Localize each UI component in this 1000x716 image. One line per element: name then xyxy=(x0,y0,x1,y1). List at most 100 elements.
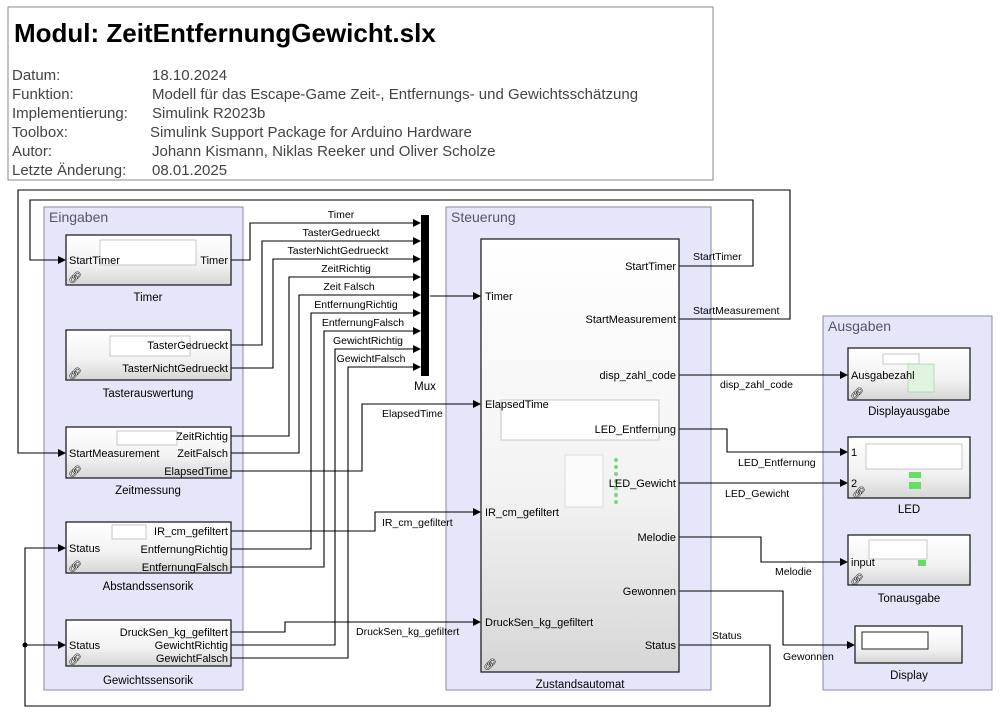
signal-label-starttimer: StartTimer xyxy=(693,251,742,263)
signal-label-druck: DruckSen_kg_gefiltert xyxy=(356,626,459,638)
signal-label: EntfernungRichtig xyxy=(314,299,398,311)
block-label: Tonausgabe xyxy=(878,593,941,605)
block-displayausgabe[interactable]: Ausgabezahl 🔗︎ Displayausgabe xyxy=(847,347,971,418)
link-icon: 🔗︎ xyxy=(850,387,864,400)
signal-label: EntfernungFalsch xyxy=(322,317,404,329)
signal-label-disp: disp_zahl_code xyxy=(720,379,793,391)
signal-label-led-gewicht: LED_Gewicht xyxy=(725,488,789,500)
block-gewichtssensorik[interactable]: DruckSen_kg_gefiltert Status GewichtRich… xyxy=(65,619,232,687)
block-display[interactable]: Display xyxy=(854,625,963,682)
info-value: Modell für das Escape-Game Zeit-, Entfer… xyxy=(152,86,638,103)
model-title: Modul: ZeitEntfernungGewicht.slx xyxy=(14,18,436,48)
signal-label-startmeasurement: StartMeasurement xyxy=(693,305,779,317)
block-label: Mux xyxy=(414,381,436,393)
signal-label-melodie: Melodie xyxy=(775,566,812,578)
link-icon: 🔗︎ xyxy=(852,486,866,499)
port-status: Status xyxy=(69,640,101,652)
block-label: Zeitmessung xyxy=(115,485,181,497)
link-icon: 🔗︎ xyxy=(68,465,82,478)
port-entfernungrichtig: EntfernungRichtig xyxy=(141,544,228,556)
signal-label: TasterGedrueckt xyxy=(302,227,379,239)
block-tonausgabe[interactable]: input 🔗︎ Tonausgabe xyxy=(847,534,971,605)
port-disp-zahl-code: disp_zahl_code xyxy=(600,370,676,382)
port-gewichtrichtig: GewichtRichtig xyxy=(155,640,228,652)
block-abstandssensorik[interactable]: IR_cm_gefiltert Status EntfernungRichtig… xyxy=(65,521,232,593)
port-drucksen-kg-gefiltert: DruckSen_kg_gefiltert xyxy=(485,617,593,629)
port-led-gewicht: LED_Gewicht xyxy=(609,478,676,490)
port-tastergedrueckt: TasterGedrueckt xyxy=(147,340,228,352)
port-ausgabezahl: Ausgabezahl xyxy=(851,370,915,382)
link-icon: 🔗︎ xyxy=(483,658,497,671)
info-value: Johann Kismann, Niklas Reeker und Oliver… xyxy=(152,143,496,160)
signal-label: GewichtFalsch xyxy=(337,353,406,365)
block-timer[interactable]: StartTimer Timer 🔗︎ Timer xyxy=(65,234,232,304)
port-starttimer: StartTimer xyxy=(625,261,676,273)
branch-point xyxy=(22,642,28,648)
port-ir-cm-gefiltert: IR_cm_gefiltert xyxy=(154,526,228,538)
block-label: Timer xyxy=(134,292,163,304)
block-mux[interactable]: Mux xyxy=(414,215,436,393)
signal-label-ir: IR_cm_gefiltert xyxy=(382,517,453,529)
block-label: LED xyxy=(898,504,920,516)
port-melodie: Melodie xyxy=(637,532,676,544)
signal-label-elapsedtime: ElapsedTime xyxy=(382,408,443,420)
model-info-annotation: Modul: ZeitEntfernungGewicht.slx Datum: 1… xyxy=(7,6,714,181)
port-starttimer: StartTimer xyxy=(69,255,120,267)
block-label: Zustandsautomat xyxy=(536,679,626,691)
signal-label: ZeitRichtig xyxy=(321,263,371,275)
group-title-eingaben: Eingaben xyxy=(49,209,108,225)
signal-lines xyxy=(17,189,855,707)
link-icon: 🔗︎ xyxy=(68,653,82,666)
info-value: 18.10.2024 xyxy=(152,67,227,84)
info-label: Implementierung: xyxy=(12,105,128,122)
signal-label: GewichtRichtig xyxy=(333,335,403,347)
block-zustandsautomat[interactable]: Timer ElapsedTime IR_cm_gefiltert DruckS… xyxy=(480,238,680,691)
info-label: Datum: xyxy=(12,67,60,84)
link-icon: 🔗︎ xyxy=(68,367,82,380)
port-status: Status xyxy=(69,543,101,555)
port-status: Status xyxy=(645,640,677,652)
signal-label: Timer xyxy=(328,209,355,221)
block-label: Gewichtssensorik xyxy=(103,675,193,687)
block-zeitmessung[interactable]: ZeitRichtig StartMeasurement ZeitFalsch … xyxy=(65,426,232,497)
port-gewonnen: Gewonnen xyxy=(623,586,676,598)
block-label: Display xyxy=(890,670,928,682)
port-entfernungfalsch: EntfernungFalsch xyxy=(142,562,228,574)
port-startmeasurement: StartMeasurement xyxy=(586,314,676,326)
block-label: Abstandssensorik xyxy=(103,581,194,593)
port-timer: Timer xyxy=(200,255,228,267)
link-icon: 🔗︎ xyxy=(68,560,82,573)
port-2: 2 xyxy=(851,478,857,490)
port-timer: Timer xyxy=(485,291,513,303)
signal-label-status: Status xyxy=(712,630,742,642)
port-tasternichtgedrueckt: TasterNichtGedrueckt xyxy=(122,363,228,375)
group-title-steuerung: Steuerung xyxy=(451,209,516,225)
port-startmeasurement: StartMeasurement xyxy=(69,448,159,460)
link-icon: 🔗︎ xyxy=(850,573,864,586)
signal-label: Zeit Falsch xyxy=(323,281,375,293)
signal-label: TasterNichtGedrueckt xyxy=(288,245,389,257)
block-label: Tasterauswertung xyxy=(103,388,194,400)
signal-label-led-entfernung: LED_Entfernung xyxy=(738,457,816,469)
info-label: Letzte Änderung: xyxy=(12,162,126,179)
port-1: 1 xyxy=(851,447,857,459)
block-label: Displayausgabe xyxy=(868,406,950,418)
group-title-ausgaben: Ausgaben xyxy=(828,318,891,334)
info-value: 08.01.2025 xyxy=(152,162,227,179)
port-elapsedtime: ElapsedTime xyxy=(485,399,549,411)
port-zeitrichtig: ZeitRichtig xyxy=(176,431,228,443)
info-label: Autor: xyxy=(12,143,52,160)
port-elapsedtime: ElapsedTime xyxy=(164,466,228,478)
link-icon: 🔗︎ xyxy=(68,271,82,284)
info-value: Simulink R2023b xyxy=(152,105,265,122)
port-ir-cm-gefiltert: IR_cm_gefiltert xyxy=(485,507,559,519)
port-led-entfernung: LED_Entfernung xyxy=(595,424,676,436)
info-label: Toolbox: xyxy=(12,124,68,141)
info-value: Simulink Support Package for Arduino Har… xyxy=(150,124,472,141)
info-label: Funktion: xyxy=(12,86,74,103)
port-drucksen-kg-gefiltert: DruckSen_kg_gefiltert xyxy=(120,627,228,639)
block-tasterauswertung[interactable]: TasterGedrueckt TasterNichtGedrueckt 🔗︎ … xyxy=(65,329,232,400)
block-led[interactable]: 1 2 🔗︎ LED xyxy=(847,436,971,516)
port-gewichtfalsch: GewichtFalsch xyxy=(156,653,228,665)
